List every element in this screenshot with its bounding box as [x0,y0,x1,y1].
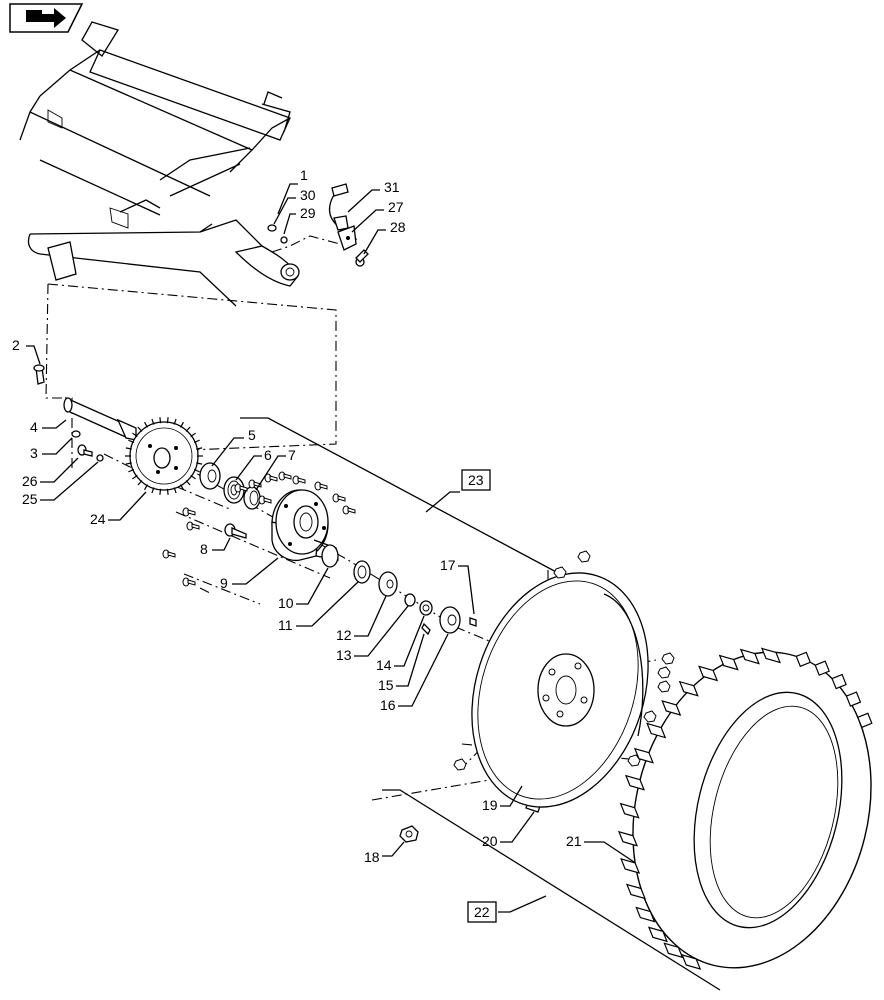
fitting-17 [469,617,477,627]
callout-31: 31 [384,179,400,195]
callout-14: 14 [376,657,392,673]
lug-nuts [453,550,675,771]
bolt-28 [355,249,369,267]
frame-assembly [19,21,300,307]
bearing-cone-11 [353,560,371,584]
hub-9 [271,489,339,562]
washer-29 [280,236,288,244]
washer-30 [267,224,277,232]
nut-14 [419,600,433,616]
callout-1: 1 [300,167,308,183]
callout-9: 9 [220,575,228,591]
callout-17: 17 [440,557,456,573]
callout-7: 7 [288,447,296,463]
bolt-8 [224,523,247,539]
callout-21: 21 [566,833,582,849]
group-bracket-lines [240,417,721,991]
callout-16: 16 [380,697,396,713]
dust-cap-16 [439,606,461,634]
callout-23: 23 [468,472,484,488]
callout-15: 15 [378,677,394,693]
callout-24: 24 [90,511,106,527]
callout-10: 10 [278,595,294,611]
callout-13: 13 [336,647,352,663]
callout-26: 26 [22,473,38,489]
leader-lines [26,183,635,913]
callout-box-22: 22 [467,901,497,923]
tone-wheel-24 [125,417,203,495]
spindle-shaft [63,396,137,441]
bookmark-arrow-icon[interactable] [9,3,84,33]
callout-19: 19 [482,797,498,813]
callout-20: 20 [482,833,498,849]
washer-13 [404,593,416,607]
washer-3 [71,430,81,438]
callout-29: 29 [300,205,316,221]
washer-12 [378,571,398,597]
cotter-pin-15 [421,622,431,636]
tire-21 [617,647,873,970]
grease-fitting-26 [77,444,93,457]
callout-5: 5 [248,427,256,443]
callout-box-23: 23 [461,469,491,491]
bearing-cup-10 [321,544,339,568]
callout-3: 3 [30,445,38,461]
bearing-cone-6 [223,476,245,504]
sensor-bracket-27 [337,225,357,251]
callout-18: 18 [364,849,380,865]
callout-2: 2 [12,337,20,353]
callout-6: 6 [264,447,272,463]
callout-25: 25 [22,491,38,507]
callout-labels: 1 2 3 4 5 6 7 8 9 10 11 12 13 14 15 16 1… [12,167,582,923]
callout-12: 12 [336,627,352,643]
bolt-2 [33,364,45,385]
callout-4: 4 [30,419,38,435]
cap-25 [96,454,104,462]
wheel-studs [162,471,356,587]
seal-5 [199,462,221,490]
callout-27: 27 [388,199,404,215]
callout-28: 28 [390,219,406,235]
callout-30: 30 [300,187,316,203]
callout-8: 8 [200,541,208,557]
callout-11: 11 [278,617,293,633]
rim-19 [471,572,649,808]
nut-18 [399,825,419,843]
callout-22: 22 [474,904,490,920]
